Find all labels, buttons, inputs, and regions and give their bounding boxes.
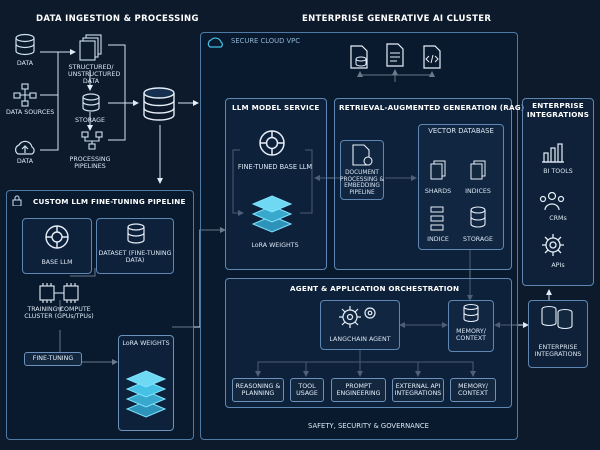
file-icon [386, 43, 404, 67]
tool-usage: TOOL USAGE [290, 378, 324, 402]
vpc-label: SECURE CLOUD VPC [231, 37, 301, 45]
source-label-3: DATA [16, 158, 34, 165]
cloud-icon [207, 37, 223, 48]
document-stack-icon [430, 160, 446, 180]
storage-vector-label: STORAGE [463, 236, 493, 243]
docproc-label: DOCUMENT PROCESSING & EMBEDDING PIPELINE [339, 170, 385, 196]
openai-logo-icon [259, 130, 285, 156]
indice-label: INDICE [427, 236, 449, 243]
lora-weights-label: LoRA WEIGHTS [122, 340, 170, 347]
llm-service-title: LLM MODEL SERVICE [232, 103, 320, 112]
lora-weights-service-label: LoRA WEIGHTS [251, 242, 299, 249]
source-label-2: DATA SOURCES [6, 109, 55, 116]
dataset-label: DATASET (FINE-TUNING DATA) [98, 250, 172, 265]
memory-context-label: MEMORY/ CONTEXT [456, 328, 486, 343]
vpc-panel [200, 32, 518, 440]
integrations-title: ENTERPRISE INTEGRATIONS [526, 101, 590, 119]
finetuning-step: FINE-TUNING [24, 352, 82, 366]
database-icon [15, 33, 35, 56]
orchestration-title: AGENT & APPLICATION ORCHESTRATION [290, 284, 460, 293]
pipelines-label: PROCESSING PIPELINES [69, 156, 111, 171]
tool-prompt-engineering: PROMPT ENGINEERING [331, 378, 386, 402]
document-stack-icon [79, 34, 102, 61]
integration-apis: APIs [551, 262, 565, 269]
integrations-panel [522, 98, 594, 286]
integration-bi-tools: BI TOOLS [543, 168, 573, 175]
chip-icon [39, 283, 79, 303]
source-label-1: DATA [16, 60, 34, 67]
document-stack-icon [470, 160, 486, 180]
tool-reasoning: REASONING & PLANNING [232, 378, 284, 402]
integrations-bottom-label: ENTERPRISE INTEGRATIONS [534, 344, 582, 359]
code-file-icon [423, 45, 441, 69]
langchain-agent-box [320, 300, 400, 350]
openai-logo-icon [45, 225, 69, 249]
cluster-title: ENTERPRISE GENERATIVE AI CLUSTER [302, 14, 492, 24]
database-icon [463, 303, 479, 323]
safety-label: SAFETY, SECURITY & GOVERNANCE [308, 422, 429, 430]
docproc-box [340, 140, 384, 200]
layers-icon [251, 195, 293, 233]
structured-label: STRUCTURED/ UNSTRUCTURED DATA [68, 64, 121, 86]
database-icon [143, 87, 175, 121]
memory-context-box [448, 300, 494, 352]
gear-icon [542, 234, 564, 256]
document-gear-icon [352, 144, 373, 166]
rag-title: RETRIEVAL-AUGMENTED GENERATION (RAG) [339, 103, 525, 112]
shards-label: SHARDS [424, 188, 452, 195]
bar-chart-icon [542, 143, 564, 163]
rag-panel [334, 98, 512, 270]
network-icon [81, 131, 103, 150]
storage-label: STORAGE [75, 117, 105, 124]
tool-memory-context: MEMORY/ CONTEXT [450, 378, 496, 402]
database-icon [541, 305, 573, 330]
stack-icon [430, 206, 444, 231]
langchain-agent-label: LANGCHAIN AGENT [329, 336, 391, 343]
database-icon [82, 93, 100, 112]
finetune-title: CUSTOM LLM FINE-TUNING PIPELINE [33, 197, 186, 206]
vector-db-box [418, 124, 504, 250]
dataset-box [96, 218, 174, 274]
network-icon [13, 83, 37, 107]
vector-db-label: VECTOR DATABASE [428, 127, 494, 135]
gear-icon [339, 306, 376, 328]
llm-service-panel [225, 98, 327, 270]
cloud-upload-icon [15, 140, 35, 155]
file-database-icon [350, 45, 368, 69]
tool-external-api: EXTERNAL API INTEGRATIONS [392, 378, 444, 402]
base-llm-label: BASE LLM [41, 259, 73, 266]
fine-tuned-llm-label: FINE-TUNED BASE LLM [237, 163, 313, 171]
database-icon [470, 206, 486, 228]
people-icon [539, 191, 565, 211]
indices-label: INDICES [465, 188, 491, 195]
database-icon [127, 223, 145, 244]
compute-label: TRAINING COMPUTE CLUSTER (GPUs/TPUs) [24, 306, 94, 321]
lock-icon [12, 195, 22, 206]
integration-crms: CRMs [549, 215, 567, 222]
layers-icon [125, 370, 167, 418]
ingestion-title: DATA INGESTION & PROCESSING [36, 14, 199, 24]
